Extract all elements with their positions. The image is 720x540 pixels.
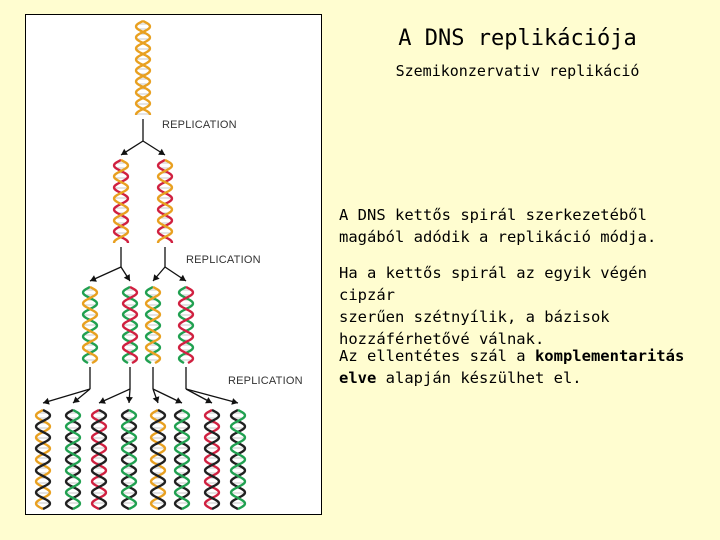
gen3-dna-helix <box>92 410 106 509</box>
replication-arrow <box>90 267 121 282</box>
slide-subtitle: Szemikonzervativ replikáció <box>330 62 705 80</box>
gen3-dna-helix <box>151 410 165 509</box>
p3-bold-elve: elve <box>339 369 376 387</box>
gen2-dna-helix <box>83 287 97 363</box>
p2-line2: szerűen szétnyílik, a bázisok <box>339 308 610 326</box>
gen3-dna-helix <box>205 410 219 509</box>
gen3-dna-helix <box>175 410 189 509</box>
paragraph-unzipping: Ha a kettős spirál az egyik végén cipzár… <box>339 262 709 350</box>
gen3-dna-helix <box>66 410 80 509</box>
replication-arrow <box>126 389 133 403</box>
gen3-dna-helix <box>231 410 245 509</box>
replication-label-3: REPLICATION <box>228 375 303 387</box>
p2-line1: Ha a kettős spirál az egyik végén cipzár <box>339 264 647 304</box>
paragraph-structure: A DNS kettős spirál szerkezetéből magábó… <box>339 204 709 248</box>
replication-label-2: REPLICATION <box>186 254 261 266</box>
replication-arrow <box>153 267 165 281</box>
replication-arrow <box>43 389 90 405</box>
p1-line1: A DNS kettős spirál szerkezetéből <box>339 206 647 224</box>
p3-post: alapján készülhet el. <box>376 369 581 387</box>
p3-bold-term: komplementaritás <box>535 347 684 365</box>
replication-arrow <box>121 141 143 155</box>
replication-diagram <box>26 15 323 516</box>
gen1-dna-helix <box>114 160 128 243</box>
original-dna-helix <box>136 21 150 115</box>
replication-arrow <box>165 267 186 281</box>
replication-arrow <box>99 389 130 404</box>
gen1-dna-helix <box>158 160 172 243</box>
slide-title: A DNS replikációja <box>330 26 705 51</box>
gen2-dna-helix <box>179 287 193 363</box>
p1-line2: magából adódik a replikáció módja. <box>339 228 656 246</box>
gen2-dna-helix <box>146 287 160 363</box>
p3-pre: Az ellentétes szál a <box>339 347 535 365</box>
dna-replication-figure: REPLICATION REPLICATION REPLICATION <box>25 14 322 515</box>
replication-arrow <box>186 389 212 403</box>
gen3-dna-helix <box>122 410 136 509</box>
replication-arrow <box>143 141 165 155</box>
replication-label-1: REPLICATION <box>162 119 237 131</box>
gen3-dna-helix <box>36 410 50 509</box>
gen2-dna-helix <box>123 287 137 363</box>
paragraph-complementarity: Az ellentétes szál a komplementaritás el… <box>339 345 709 389</box>
replication-arrow <box>121 267 130 281</box>
